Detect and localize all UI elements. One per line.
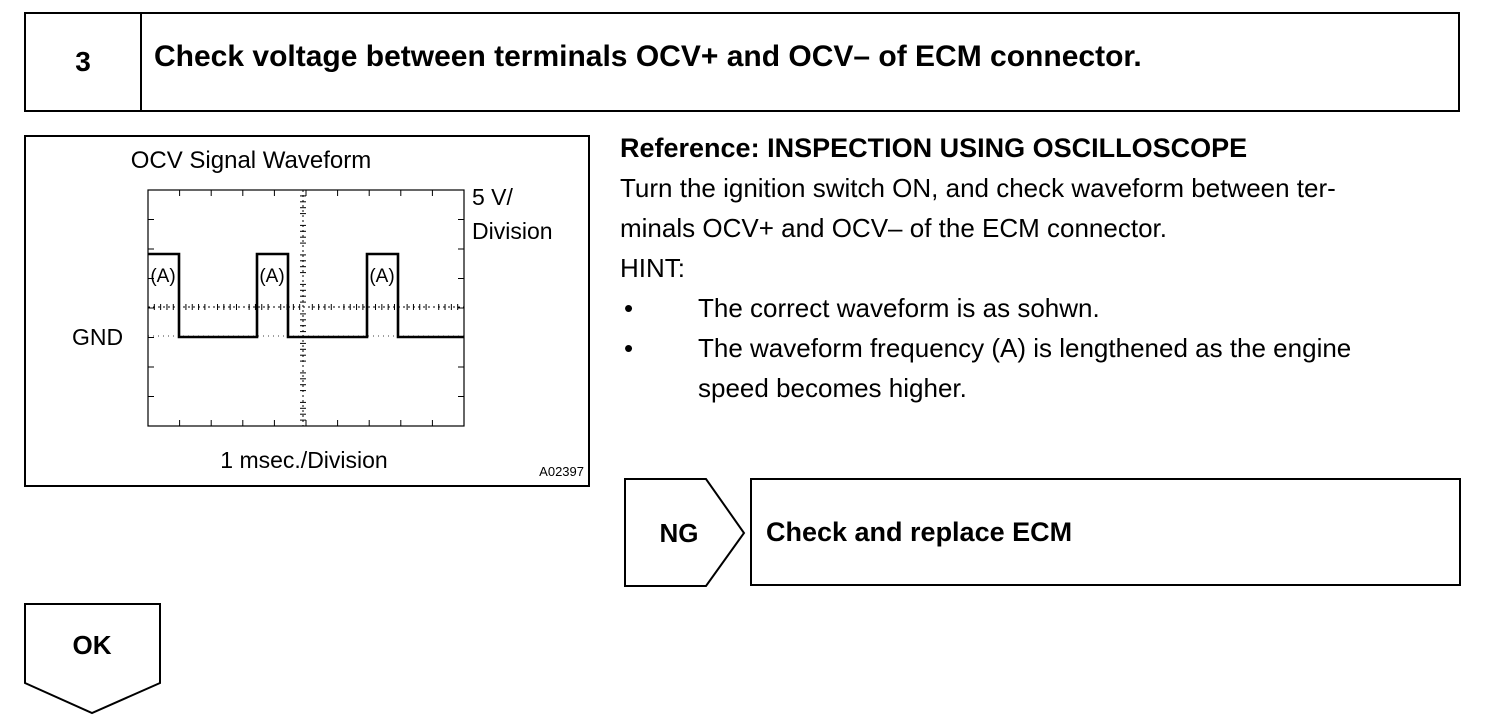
volt-scale-label: 5 V/ (472, 184, 514, 210)
figure-id: A02397 (539, 464, 584, 479)
ok-arrow: OK (24, 603, 164, 720)
hint-label: HINT: (620, 253, 685, 283)
reference-heading: Reference: INSPECTION USING OSCILLOSCOPE (620, 133, 1248, 163)
ocv-waveform (148, 252, 464, 339)
reference-text-line: Turn the ignition switch ON, and check w… (620, 173, 1336, 203)
waveform-diagram: OCV Signal Waveform (A) (A) (A) 5 V/ Div… (24, 135, 590, 487)
volt-scale-unit: Division (472, 218, 553, 244)
pulse-label-a: (A) (259, 266, 284, 287)
reference-text-line: minals OCV+ and OCV– of the ECM connecto… (620, 213, 1167, 243)
reference-section: Reference: INSPECTION USING OSCILLOSCOPE… (620, 128, 1480, 408)
pulse-label-a: (A) (150, 266, 175, 287)
ng-action-text: Check and replace ECM (766, 516, 1073, 547)
ng-arrow-shape (624, 478, 746, 587)
waveform-figure: OCV Signal Waveform (A) (A) (A) 5 V/ Div… (24, 135, 590, 487)
ok-arrow-shape (24, 603, 161, 715)
gnd-label: GND (72, 324, 123, 350)
step-header: 3 Check voltage between terminals OCV+ a… (24, 12, 1460, 112)
list-item: • The correct waveform is as sohwn. (620, 288, 1480, 328)
pulse-label-a: (A) (369, 266, 394, 287)
ng-action-box: Check and replace ECM (750, 478, 1461, 586)
ok-label: OK (73, 630, 112, 660)
ng-label: NG (660, 518, 699, 548)
time-scale-label: 1 msec./Division (220, 447, 387, 473)
bullet-icon: • (624, 293, 634, 323)
step-title: Check voltage between terminals OCV+ and… (154, 40, 1142, 73)
ng-arrow: NG (624, 478, 748, 593)
list-item: • The waveform frequency (A) is lengthen… (620, 328, 1480, 408)
bullet-icon: • (624, 333, 634, 363)
step-number: 3 (26, 14, 142, 110)
figure-frame (24, 135, 590, 487)
hint-list: • The correct waveform is as sohwn. • Th… (620, 288, 1480, 408)
figure-title: OCV Signal Waveform (131, 147, 372, 174)
